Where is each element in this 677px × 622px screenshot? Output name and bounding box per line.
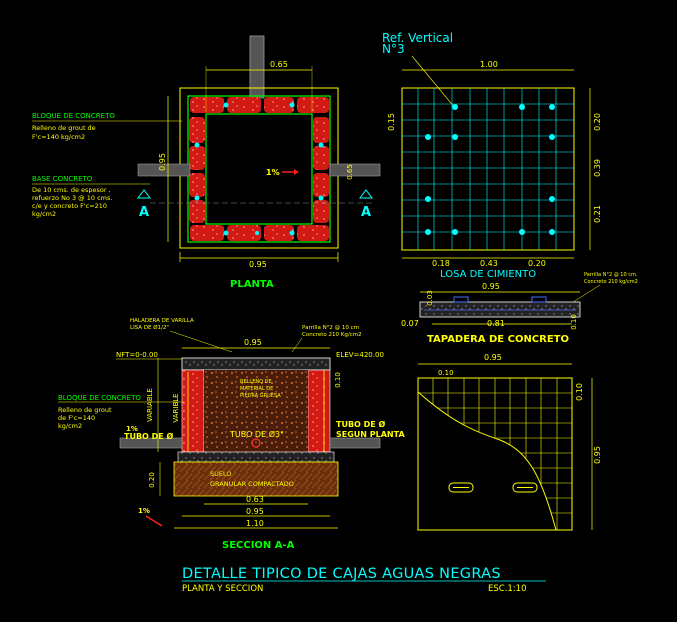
section-mark-left: A (139, 205, 149, 220)
planta-dim-top: 0.65 (270, 60, 288, 69)
seccion-dim-base: 0.20 (148, 472, 156, 488)
tapadera-note-2: Concreto 210 kg/cm2 (584, 279, 638, 285)
planta-wall-outer (187, 95, 331, 243)
planta-dim-right: 0.65 (346, 164, 354, 180)
seccion-tubo-right-1: TUBO DE Ø (336, 419, 386, 429)
tapa-plan-dim-right-top: 0.10 (575, 383, 584, 401)
seccion-variable-outer: VARIABLE (146, 388, 154, 422)
drawing-title: DETALLE TIPICO DE CAJAS AGUAS NEGRAS (182, 566, 501, 582)
seccion-bloque-title: BLOQUE DE CONCRETO (58, 394, 141, 402)
losa-dim-bottom-1: 0.18 (432, 259, 450, 268)
drawing-scale: ESC.1:10 (488, 584, 527, 594)
tapadera-dim-bottom: 0.81 (487, 319, 505, 328)
seccion-cover (181, 357, 331, 371)
seccion-gravel (204, 370, 308, 452)
losa-dim-right-3: 0.21 (593, 205, 602, 223)
planta-bloque-title: BLOQUE DE CONCRETO (32, 112, 115, 120)
seccion-dim-right: 0.10 (334, 372, 342, 388)
tapadera-slab (419, 301, 581, 318)
planta-wall-inner (205, 113, 313, 225)
losa-rebar-dots (425, 104, 555, 235)
seccion-wall-right (307, 369, 331, 453)
planta-dim-left: 0.95 (158, 153, 167, 171)
seccion-tubo-right-2: SEGUN PLANTA (336, 430, 405, 439)
seccion-soil (173, 461, 339, 497)
seccion-dim-bottom-2: 0.95 (246, 507, 264, 516)
seccion-pipe-right (329, 437, 381, 449)
seccion-dim-bottom-3: 1.10 (246, 519, 264, 528)
seccion-tubo-center: TUBO DE Ø3" (229, 429, 284, 439)
tapadera-label: TAPADERA DE CONCRETO (427, 334, 569, 345)
seccion-suelo-2: GRANULAR COMPACTADO (210, 480, 294, 488)
planta-bloque-line-2: F'c=140 kg/cm2 (32, 133, 85, 141)
section-mark-right: A (361, 205, 371, 220)
seccion-dim-bottom-1: 0.63 (246, 495, 264, 504)
losa-dim-right-1: 0.20 (593, 113, 602, 131)
tapadera-dim-height: 0.03 (426, 290, 434, 306)
tapa-plan-cutaway (417, 390, 557, 531)
seccion-bloque-3: kg/cm2 (58, 422, 82, 430)
seccion-slope-bottom: 1% (138, 507, 150, 515)
seccion-relleno-3: PIEDRA GRUESA (240, 393, 281, 399)
seccion-relleno-1: RELLENO DE (240, 379, 272, 385)
seccion-dim-top: 0.95 (244, 338, 262, 347)
tapadera-dim-left: 0.07 (401, 319, 419, 328)
tapadera-view: Parrilla N°2 @ 10 cm. Concreto 210 kg/cm… (401, 272, 638, 345)
planta-base-line-1: De 10 cms. de espesor , (32, 186, 111, 194)
tapadera-dim-right: 0.10 (570, 314, 578, 330)
losa-dim-top: 1.00 (480, 60, 498, 69)
seccion-bloque-1: Relleno de grout (58, 406, 112, 414)
seccion-bloque-2: de F'c=140 (58, 414, 95, 422)
tapadera-dim-top: 0.95 (482, 282, 500, 291)
tapa-plan-dim-inner: 0.10 (438, 369, 454, 377)
pipe-left (137, 163, 191, 177)
planta-rebar-dots (194, 102, 324, 236)
losa-label: LOSA DE CIMIENTO (440, 269, 536, 280)
tapa-plan-handles (448, 482, 538, 493)
losa-ref-title: Ref. Vertical (382, 31, 453, 45)
tapadera-note-1: Parrilla N°2 @ 10 cm. (584, 272, 638, 278)
planta-base-title: BASE CONCRETO (32, 175, 93, 183)
pipe-right (329, 163, 381, 177)
seccion-haladera-1: HALADERA DE VARILLA (130, 318, 194, 324)
planta-bloque-line-1: Relleno de grout de (32, 124, 96, 132)
seccion-variable-inner: VARIBLE (172, 393, 180, 422)
seccion-haladera-2: LISA DE Ø1/2" (130, 324, 169, 331)
seccion-relleno-2: MATERIAL DE (240, 386, 273, 392)
seccion-parrilla-1: Parrilla N°2 @ 10 cm (302, 325, 359, 331)
planta-base-line-2: refuerzo No 3 @ 10 cms. (32, 194, 112, 202)
seccion-wall-left (181, 369, 205, 453)
seccion-elev: ELEV=420.00 (336, 351, 384, 359)
tapa-plan-dim-top: 0.95 (484, 353, 502, 362)
planta-view: A A 1% 0.65 0.95 0.95 0.65 PLANTA BLOQUE… (32, 35, 381, 290)
seccion-tubo-left: TUBO DE Ø (124, 431, 174, 441)
losa-dim-right-2: 0.39 (593, 159, 602, 177)
seccion-suelo-1: SUELO (210, 470, 232, 478)
tapa-plan-view: 0.95 0.10 0.10 0.95 (417, 353, 602, 531)
seccion-pipe-left (119, 437, 183, 449)
planta-slope: 1% (266, 168, 280, 177)
pipe-top (249, 35, 265, 99)
losa-grid (402, 88, 574, 250)
losa-ref-number: N°3 (382, 42, 405, 56)
drawing-subtitle: PLANTA Y SECCION (182, 584, 263, 594)
losa-dim-left: 0.15 (387, 113, 396, 131)
seccion-label: SECCION A-A (222, 540, 295, 551)
planta-base-line-3: c/e y concreto F'c=210 (32, 202, 107, 210)
planta-dim-bottom: 0.95 (249, 260, 267, 269)
seccion-view: HALADERA DE VARILLA LISA DE Ø1/2" Parril… (58, 318, 405, 551)
losa-dim-bottom-2: 0.43 (480, 259, 498, 268)
seccion-slope-left: 1% (126, 425, 138, 433)
seccion-nft: NFT=0-0.00 (116, 351, 158, 359)
losa-outline (401, 87, 575, 251)
planta-bricks (189, 97, 329, 241)
planta-base-line-4: kg/cm2 (32, 210, 56, 218)
seccion-base (177, 451, 335, 463)
losa-view: Ref. Vertical N°3 1.00 0.15 0.20 0.3 (382, 31, 602, 280)
planta-label: PLANTA (230, 279, 274, 290)
losa-dim-bottom-3: 0.20 (528, 259, 546, 268)
tapa-plan-dim-right: 0.95 (593, 446, 602, 464)
seccion-parrilla-2: Concreto 210 Kg/cm2 (302, 332, 362, 338)
